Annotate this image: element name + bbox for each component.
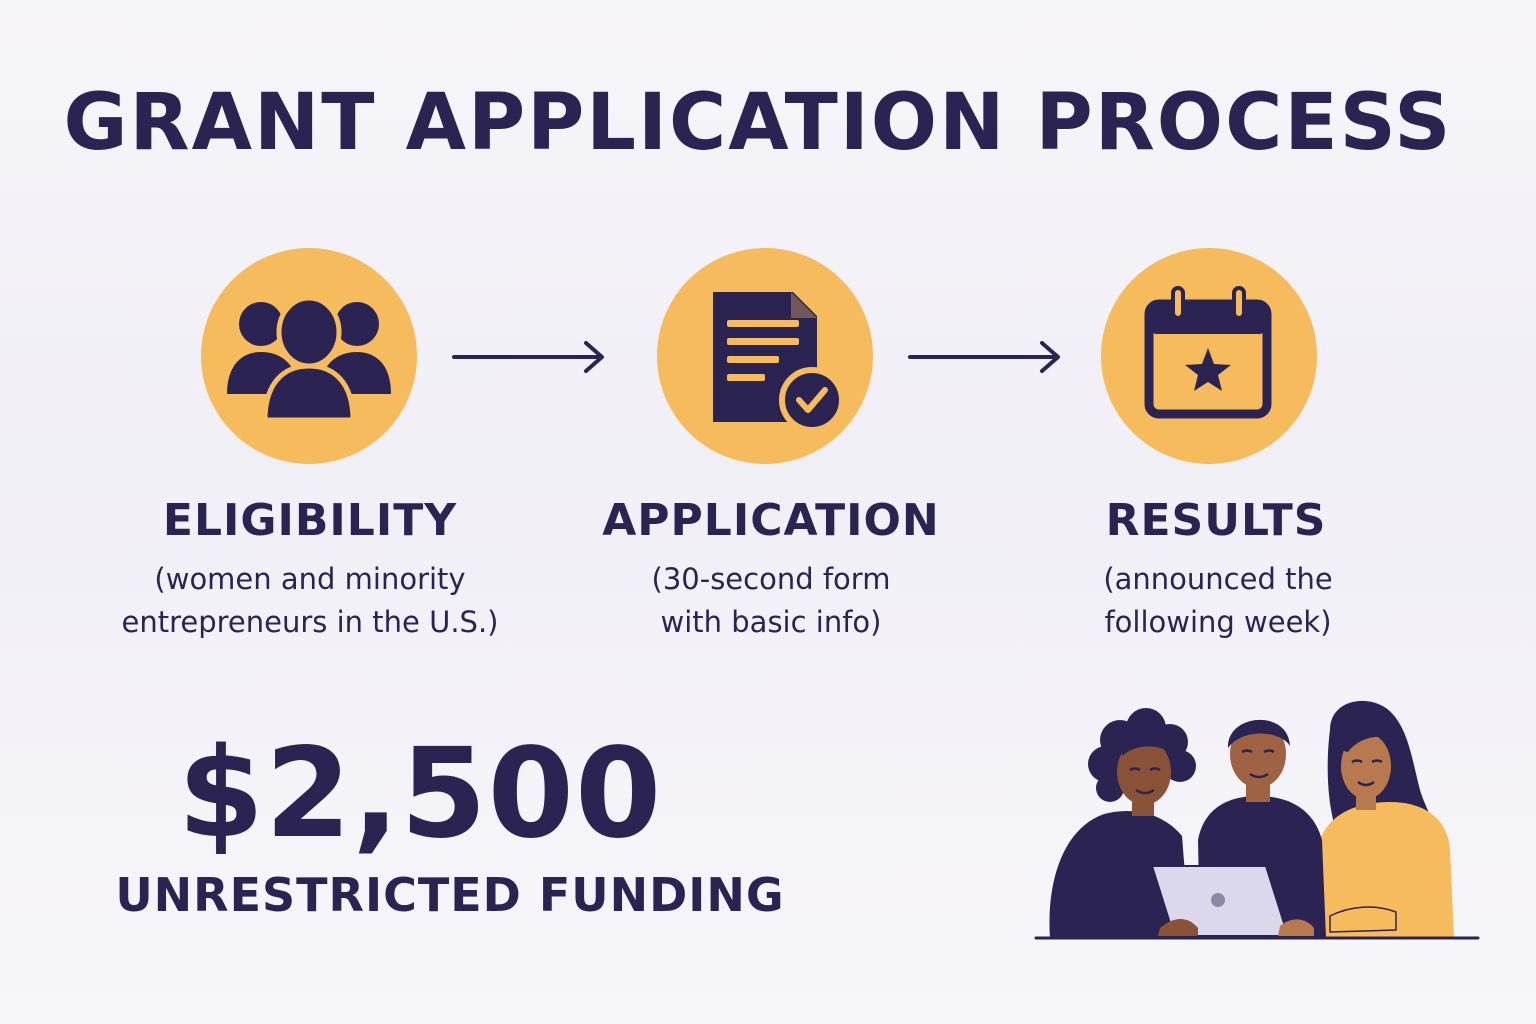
step-label-application: APPLICATION	[602, 495, 940, 546]
eligibility-circle	[201, 248, 417, 464]
page-title: GRANT APPLICATION PROCESS	[63, 78, 1453, 168]
arrow-right-icon	[452, 341, 604, 373]
step-desc-results: (announced the following week)	[998, 558, 1438, 644]
funding-amount: $2,500	[177, 722, 663, 866]
calendar-star-icon	[1144, 286, 1272, 419]
step-desc-line: following week)	[1104, 605, 1332, 639]
results-circle	[1101, 248, 1317, 464]
step-desc-eligibility: (women and minority entrepreneurs in the…	[90, 558, 530, 644]
arrow-right-icon	[908, 341, 1060, 373]
funding-label: UNRESTRICTED FUNDING	[115, 868, 785, 922]
step-label-eligibility: ELIGIBILITY	[162, 495, 458, 546]
application-circle	[657, 248, 873, 464]
people-with-laptop-illustration	[1034, 700, 1480, 940]
step-desc-line: entrepreneurs in the U.S.)	[121, 605, 499, 639]
step-desc-line: with basic info)	[660, 605, 882, 639]
step-label-results: RESULTS	[1105, 495, 1327, 546]
step-desc-line: (announced the	[1103, 562, 1333, 596]
step-desc-application: (30-second form with basic info)	[551, 558, 991, 644]
people-group-icon	[227, 295, 391, 423]
document-check-icon	[713, 292, 845, 433]
step-desc-line: (women and minority	[154, 562, 466, 596]
step-desc-line: (30-second form	[651, 562, 891, 596]
